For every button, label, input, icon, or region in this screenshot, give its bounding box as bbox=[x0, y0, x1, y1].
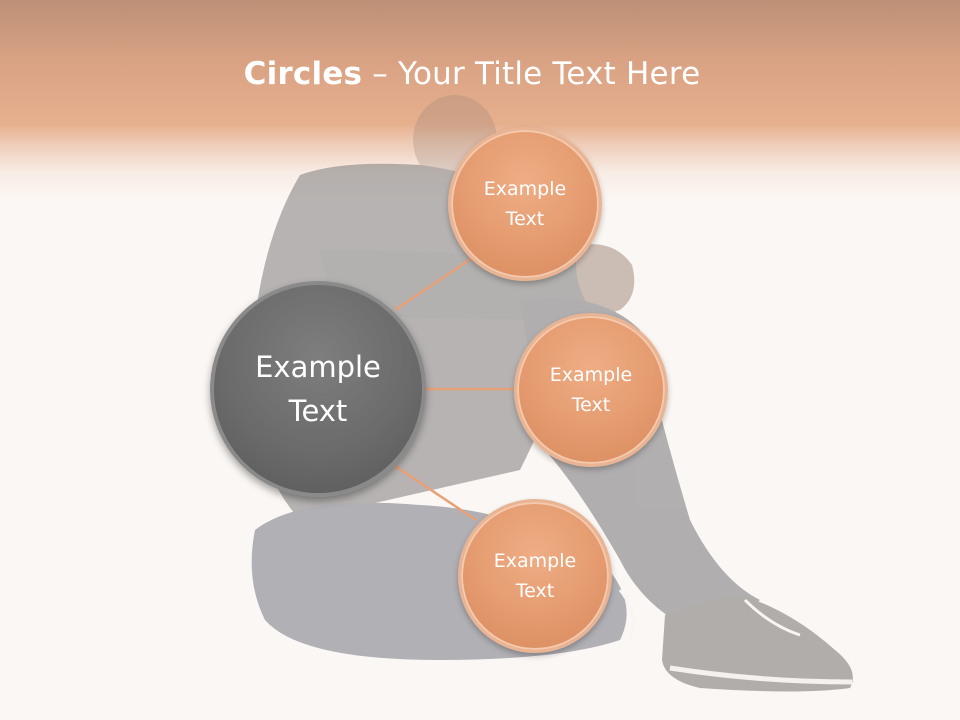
node-circle-1[interactable]: Example Text bbox=[448, 127, 602, 281]
person-hand bbox=[576, 244, 635, 313]
node-circle-2-label: Example Text bbox=[549, 364, 633, 416]
node-circle-2[interactable]: Example Text bbox=[514, 313, 668, 467]
node-circle-1-label: Example Text bbox=[483, 178, 567, 230]
slide-title-bold: Circles bbox=[243, 56, 363, 92]
center-circle-label: Example Text bbox=[255, 350, 381, 428]
slide-title-rest: – Your Title Text Here bbox=[362, 56, 701, 92]
center-circle[interactable]: Example Text bbox=[210, 281, 426, 497]
slide-title: Circles – Your Title Text Here bbox=[0, 56, 944, 92]
node-circle-3-label: Example Text bbox=[493, 550, 577, 602]
connector-line-3 bbox=[394, 464, 477, 522]
person-shoe bbox=[662, 595, 853, 692]
node-circle-3[interactable]: Example Text bbox=[458, 499, 612, 653]
connector-line-1 bbox=[394, 256, 473, 312]
